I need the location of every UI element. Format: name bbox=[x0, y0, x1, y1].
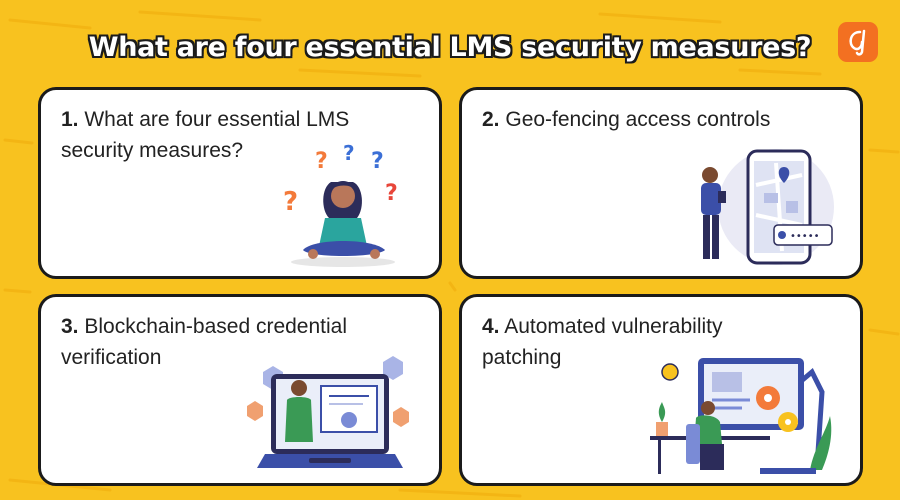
card-1-number: 1. bbox=[61, 108, 79, 131]
svg-text:?: ? bbox=[315, 149, 328, 174]
card-3-label: Blockchain-based credential verification bbox=[61, 315, 348, 369]
svg-text:?: ? bbox=[343, 141, 355, 165]
svg-text:?: ? bbox=[283, 187, 298, 217]
card-3-number: 3. bbox=[61, 315, 79, 338]
card-3-text: 3. Blockchain-based credential verificat… bbox=[61, 311, 361, 373]
card-2-label: Geo-fencing access controls bbox=[505, 108, 771, 131]
svg-text:?: ? bbox=[371, 149, 384, 174]
card-geo-fencing: 2. Geo-fencing access controls ••••• bbox=[459, 87, 863, 279]
card-1-label: What are four essential LMS security mea… bbox=[61, 108, 350, 162]
card-security-measures: 1. What are four essential LMS security … bbox=[38, 87, 442, 279]
page-title: What are four essential LMS security mea… bbox=[88, 32, 812, 63]
card-4-label: Automated vulnerability patching bbox=[482, 315, 723, 369]
svg-text:?: ? bbox=[385, 181, 398, 206]
card-4-text: 4. Automated vulnerability patching bbox=[482, 311, 782, 373]
card-blockchain-credential: 3. Blockchain-based credential verificat… bbox=[38, 294, 442, 486]
card-2-text: 2. Geo-fencing access controls bbox=[482, 104, 782, 135]
map-phone-illustration: ••••• bbox=[701, 149, 834, 265]
card-2-number: 2. bbox=[482, 108, 500, 131]
certificate-laptop-illustration bbox=[247, 356, 409, 468]
svg-text:•••••: ••••• bbox=[790, 231, 820, 242]
thinking-person-illustration: ? ? ? ? ? bbox=[283, 141, 398, 267]
card-1-text: 1. What are four essential LMS security … bbox=[61, 104, 361, 166]
card-4-number: 4. bbox=[482, 315, 500, 338]
brand-logo-icon bbox=[838, 22, 878, 62]
card-vulnerability-patching: 4. Automated vulnerability patching bbox=[459, 294, 863, 486]
developer-workstation-illustration bbox=[650, 358, 832, 474]
